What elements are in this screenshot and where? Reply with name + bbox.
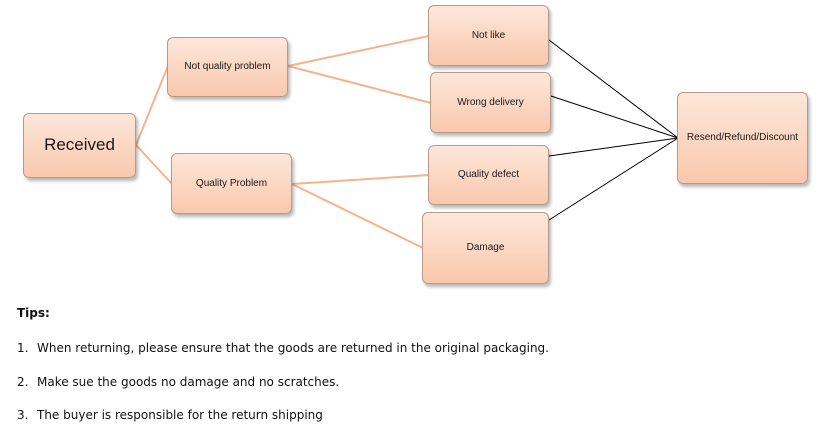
node-quality-defect-label: Quality defect xyxy=(457,169,520,180)
connector-quality-to-damage xyxy=(291,183,424,249)
tip-text: Make sue the goods no damage and no scra… xyxy=(37,375,340,389)
node-not-like-label: Not like xyxy=(471,29,506,41)
connector-received-to-not-quality xyxy=(135,65,169,146)
node-outcome-label: Resend/Refund/Discount xyxy=(686,132,799,143)
tip-number: 1. xyxy=(17,341,29,355)
node-quality-problem-label: Quality Problem xyxy=(195,177,268,189)
node-quality-problem: Quality Problem xyxy=(171,153,292,214)
node-wrong-delivery-label: Wrong delivery xyxy=(457,96,524,108)
tip-number: 3. xyxy=(17,408,29,422)
connector-wrong-delivery-to-outcome xyxy=(550,95,679,139)
tip-number: 2. xyxy=(17,375,29,389)
node-damage-label: Damage xyxy=(466,242,505,253)
node-not-like: Not like xyxy=(428,5,549,66)
node-received-label: Received xyxy=(44,135,115,155)
tip-item: 1. When returning, please ensure that the… xyxy=(17,340,549,356)
node-not-quality-problem-label: Not quality problem xyxy=(184,61,271,72)
tip-item: 2. Make sue the goods no damage and no sc… xyxy=(17,374,339,390)
connector-not-like-to-outcome xyxy=(548,39,679,139)
node-damage: Damage xyxy=(422,212,549,284)
tip-text: When returning, please ensure that the g… xyxy=(37,341,549,355)
node-not-quality-problem: Not quality problem xyxy=(167,37,288,97)
tip-text: The buyer is responsible for the return … xyxy=(37,408,323,422)
node-quality-defect: Quality defect xyxy=(428,145,549,205)
tip-item: 3. The buyer is responsible for the retur… xyxy=(17,407,323,423)
node-wrong-delivery: Wrong delivery xyxy=(430,72,551,133)
node-resend-refund-discount: Resend/Refund/Discount xyxy=(677,92,808,184)
tips-title: Tips: xyxy=(17,306,50,320)
connector-defect-to-outcome xyxy=(548,137,679,157)
connector-not-quality-to-not-like xyxy=(287,35,430,67)
node-received: Received xyxy=(23,113,136,178)
connector-damage-to-outcome xyxy=(548,137,679,221)
connector-not-quality-to-wrong-delivery xyxy=(287,65,432,104)
connector-received-to-quality xyxy=(135,144,173,185)
tips-section: Tips: 1. When returning, please ensure th… xyxy=(17,303,797,422)
connector-quality-to-defect xyxy=(291,174,430,185)
